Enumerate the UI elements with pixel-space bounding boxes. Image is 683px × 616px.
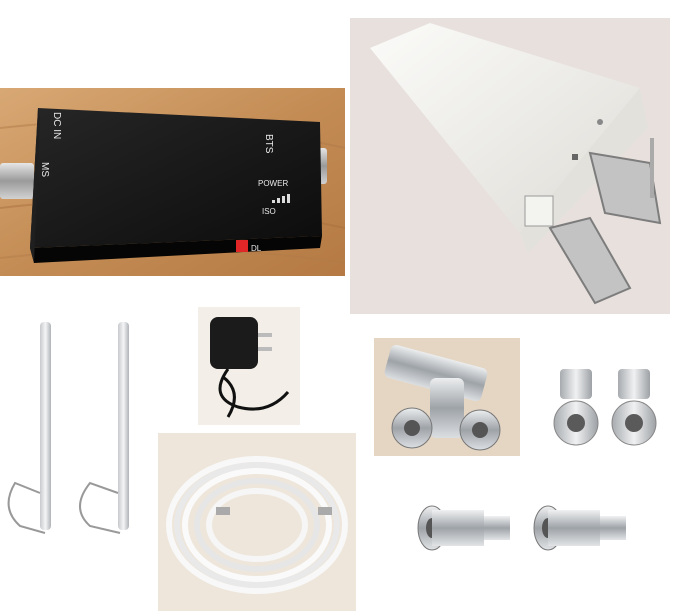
n-male-adapter-right [611,369,657,446]
n-female-adapter-right [533,505,626,551]
omni-antenna-left [40,322,51,530]
port-left-label: MS [39,162,50,177]
power-adapter-photo [198,307,300,425]
left-n-connector [0,163,34,199]
repeater-photo: DC IN MS BTS POWER ISO DL [0,88,345,276]
antenna-label [524,195,554,227]
omni-antennas-photo [0,318,150,550]
cable-connector [318,507,332,515]
iso-label: ISO [262,207,276,216]
antenna-shell [370,23,640,233]
omni-antenna-right [118,322,129,530]
dl-dip-switch [236,240,248,252]
mount-hole [572,154,578,160]
jumper-cable-left [7,481,46,534]
coax-cable-photo [158,433,356,611]
cable-coil [166,456,348,594]
cable-connector [216,507,230,515]
port-in-label: DC IN [51,112,62,139]
adapter-body [210,317,258,369]
n-female-adapter-left [417,505,510,551]
mounting-bracket [548,151,662,305]
signal-bars-icon [272,194,290,203]
n-male-adapters-photo [546,365,666,447]
dl-label: DL [251,244,262,253]
port-right-label: BTS [263,134,274,154]
t-connector-photo [374,338,520,456]
n-female-adapters-photo [412,498,650,562]
n-male-adapter-left [553,369,599,446]
power-label: POWER [258,179,288,188]
repeater-body [30,108,322,248]
log-periodic-antenna-photo [350,18,670,314]
jumper-cable-right [79,481,121,534]
adapter-cable [218,368,290,411]
